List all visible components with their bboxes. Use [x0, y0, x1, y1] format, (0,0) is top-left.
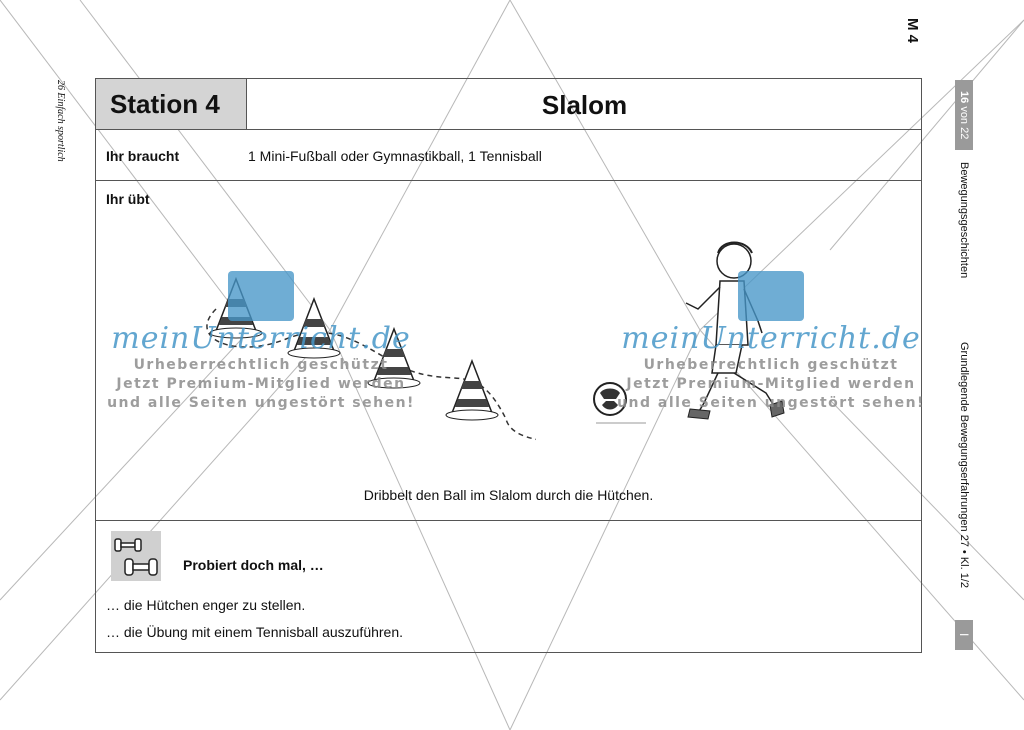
- soccer-ball-icon: [593, 382, 627, 416]
- station-label: Station 4: [96, 79, 247, 129]
- equipment-text: 1 Mini-Fußball oder Gymnastikball, 1 Ten…: [248, 148, 542, 164]
- right-side-bar: 16 von 22 Bewegungsgeschichten Grundlege…: [955, 80, 973, 652]
- dumbbell-icon: [111, 531, 161, 581]
- slalom-illustration: [206, 276, 536, 440]
- page-indicator: 16 von 22: [955, 80, 973, 150]
- series-title: Bewegungsgeschichten: [958, 162, 970, 279]
- try-row: Probiert doch mal, … … die Hütchen enger…: [96, 521, 921, 652]
- try-item: … die Hütchen enger zu stellen.: [106, 597, 306, 613]
- traffic-cone-icon: [209, 276, 263, 339]
- station-header: Station 4 Slalom: [96, 79, 921, 130]
- section-mark: I: [955, 620, 973, 650]
- page-margin-label: 26 Einfach sportlich: [55, 80, 66, 162]
- equipment-row: Ihr braucht 1 Mini-Fußball oder Gymnasti…: [96, 130, 921, 181]
- practice-row: Ihr übt: [96, 181, 923, 521]
- equipment-label: Ihr braucht: [106, 148, 180, 164]
- traffic-cone-icon: [367, 326, 421, 389]
- page-total: 22: [958, 126, 970, 140]
- practice-caption: Dribbelt den Ball im Slalom durch die Hü…: [363, 487, 654, 503]
- page-of: von: [958, 106, 970, 124]
- try-item: … die Übung mit einem Tennisball auszufü…: [106, 624, 404, 640]
- station-title: Slalom: [541, 90, 628, 120]
- chapter-title: Grundlegende Bewegungserfahrungen 27 • K…: [958, 342, 970, 589]
- practice-label: Ihr übt: [106, 191, 150, 207]
- station-card: Station 4 Slalom Ihr braucht 1 Mini-Fußb…: [95, 78, 923, 653]
- traffic-cone-icon: [445, 358, 499, 421]
- material-code: M 4: [904, 18, 921, 44]
- try-title: Probiert doch mal, …: [183, 557, 324, 573]
- traffic-cone-icon: [287, 296, 341, 359]
- page-number: 16: [958, 90, 970, 104]
